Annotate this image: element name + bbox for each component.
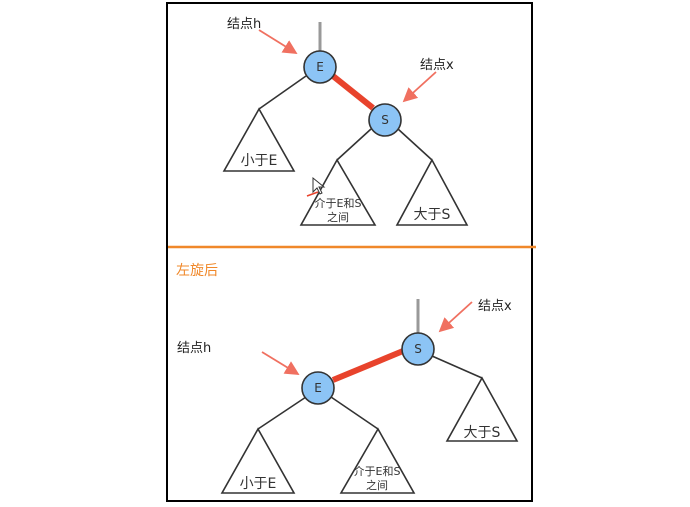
bottom-e-left-link [257, 396, 307, 430]
bottom-red-link [331, 348, 405, 383]
top-label-node-h: 结点h [227, 17, 262, 32]
top-node-e-label: E [316, 60, 324, 74]
bottom-tri-between-label-2: 之间 [366, 478, 388, 492]
bottom-node-e [301, 371, 335, 405]
top-arrow-h [258, 29, 298, 54]
cursor-red-mark [306, 191, 319, 197]
bottom-s-right-link [431, 355, 483, 379]
top-node-s [368, 103, 402, 137]
bottom-e-right-link [330, 396, 379, 430]
bottom-tri-between-label-1: 介于E和S [354, 465, 401, 478]
top-tri-between-label-2: 之间 [327, 210, 349, 224]
mouse-cursor-icon [312, 176, 326, 195]
top-tri-greater-s-label: 大于S [414, 207, 451, 223]
top-red-link [331, 73, 375, 111]
top-tri-less-e-label: 小于E [241, 153, 278, 169]
bottom-triangle-greater-s [445, 376, 519, 442]
bottom-label-node-x: 结点x [478, 299, 512, 314]
top-s-right-link [397, 128, 433, 161]
bottom-tri-less-e-label: 小于E [240, 476, 277, 492]
top-e-left-link [258, 75, 307, 110]
bottom-arrow-h [261, 351, 300, 375]
bottom-node-s [401, 332, 435, 366]
bottom-tri-greater-s-label: 大于S [464, 425, 501, 441]
section-title-after-rotation: 左旋后 [176, 263, 218, 279]
top-node-e [303, 50, 337, 84]
bottom-node-s-label: S [414, 342, 422, 356]
bottom-node-e-label: E [314, 381, 322, 395]
top-tri-between-label-1: 介于E和S [315, 197, 362, 210]
top-node-s-label: S [381, 113, 389, 127]
top-label-node-x: 结点x [420, 58, 454, 73]
top-s-left-link [336, 128, 372, 161]
top-arrow-x [402, 71, 437, 103]
top-triangle-greater-s [395, 158, 469, 226]
bottom-triangle-between [339, 427, 416, 494]
top-triangle-less-e [222, 107, 296, 172]
bottom-arrow-x [438, 301, 473, 333]
bottom-triangle-less-e [220, 427, 296, 494]
bottom-label-node-h: 结点h [177, 341, 212, 356]
